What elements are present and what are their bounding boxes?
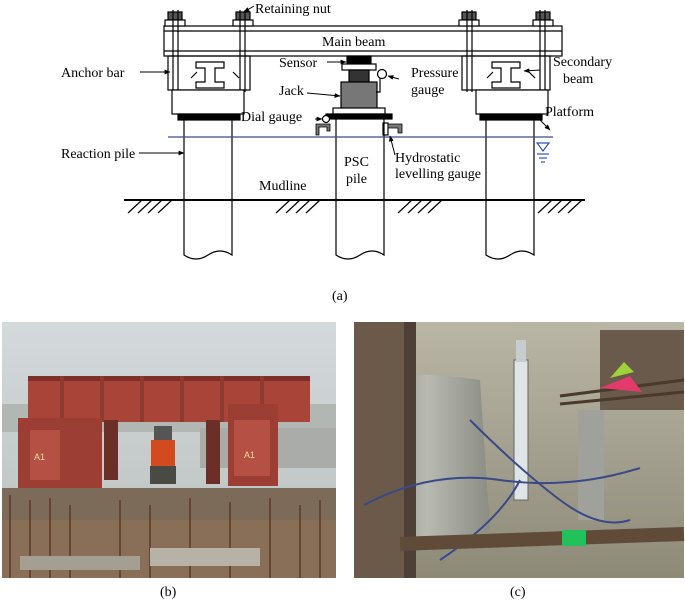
caption-a: (a) bbox=[332, 289, 348, 304]
label-platform: Platform bbox=[545, 105, 594, 120]
label-pressure-line2: gauge bbox=[411, 83, 444, 98]
label-psc-line1: PSC bbox=[344, 155, 369, 170]
photo-c: (c) bbox=[354, 322, 685, 600]
schematic-labels: Retaining nut Main beam Anchor bar Senso… bbox=[61, 2, 612, 304]
caption-c: (c) bbox=[510, 585, 526, 600]
jack-orange bbox=[151, 440, 175, 466]
label-pressure-line1: Pressure bbox=[411, 66, 458, 81]
sign-left: A1 bbox=[34, 452, 45, 462]
label-retaining-nut: Retaining nut bbox=[255, 2, 331, 17]
label-hydrostatic-line1: Hydrostatic bbox=[395, 151, 460, 166]
jack-assembly bbox=[315, 55, 403, 136]
caption-b: (b) bbox=[160, 585, 177, 600]
leader-arrows bbox=[139, 5, 551, 156]
secondary-beam-right bbox=[461, 55, 551, 91]
ground-hatching bbox=[127, 199, 583, 214]
label-jack: Jack bbox=[279, 84, 304, 99]
label-psc-line2: pile bbox=[346, 172, 367, 187]
water-level-marker bbox=[535, 142, 551, 163]
label-dial-gauge: Dial gauge bbox=[241, 110, 302, 125]
green-tape bbox=[562, 530, 586, 546]
retaining-nuts bbox=[164, 11, 554, 27]
schematic-a bbox=[124, 5, 585, 260]
label-sensor: Sensor bbox=[279, 56, 317, 71]
label-secondary-line2: beam bbox=[563, 72, 593, 87]
secondary-beam-left bbox=[167, 55, 251, 91]
anchor-bars bbox=[172, 10, 546, 92]
sign-right: A1 bbox=[244, 450, 255, 460]
label-hydrostatic-line2: levelling gauge bbox=[395, 167, 481, 182]
label-reaction-pile: Reaction pile bbox=[61, 147, 135, 162]
label-anchor-bar: Anchor bar bbox=[61, 66, 125, 81]
label-secondary-line1: Secondary bbox=[553, 55, 612, 70]
photo-b: A1 A1 (b) bbox=[2, 322, 336, 600]
label-main-beam: Main beam bbox=[322, 35, 385, 50]
label-mudline: Mudline bbox=[259, 179, 306, 194]
piles bbox=[183, 119, 535, 260]
hydrostatic-gauge-photo bbox=[513, 359, 529, 501]
